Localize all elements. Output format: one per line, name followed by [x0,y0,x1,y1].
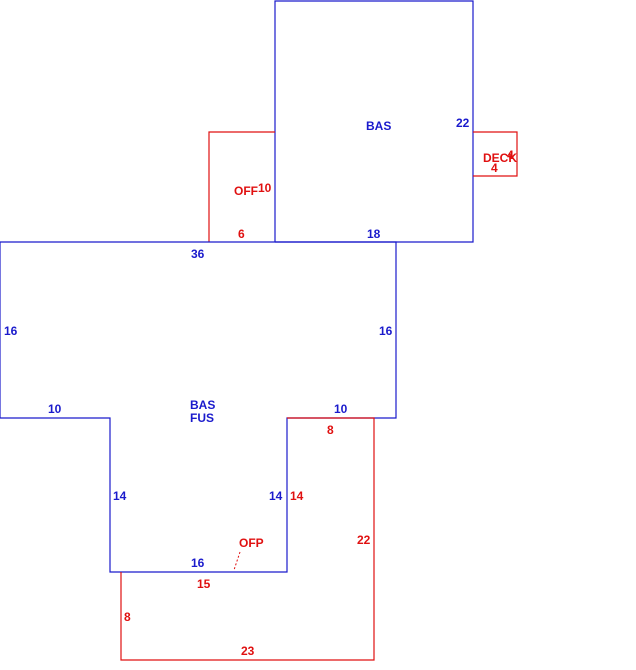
dim-porch-left-inner: 14 [290,489,304,503]
deck-outline [473,131,518,177]
deck-label: DECK [483,151,517,165]
dim-porch-step: 15 [197,577,211,591]
offp-upper-label: OFF [234,184,258,198]
dim-offp-upper-bottom: 6 [238,227,245,241]
offp-leader-line [233,551,241,571]
dim-stem-bottom: 16 [191,556,205,570]
bas-upper-outline [274,0,474,243]
dim-stem-right: 14 [269,489,283,503]
dim-main-lower-left-step: 10 [48,402,62,416]
main-floor-outline [0,241,397,573]
dim-deck-right: 4 [507,148,514,162]
dim-main-left: 16 [4,324,18,338]
dim-main-lower-right-step: 10 [334,402,348,416]
dim-porch-right: 22 [357,533,371,547]
offp-lower-label: OFP [239,536,264,550]
dim-porch-left: 8 [124,610,131,624]
dim-porch-top: 8 [327,423,334,437]
dim-stem-left: 14 [113,489,127,503]
dim-main-top: 36 [191,247,205,261]
dim-porch-bottom: 23 [241,644,255,658]
dim-main-right: 16 [379,324,393,338]
dim-offp-upper-right: 10 [258,181,272,195]
fus-lower-label: FUS [190,411,214,425]
dim-bas-upper-bottom: 18 [367,227,381,241]
bas-upper-label: BAS [366,119,391,133]
bas-lower-label: BAS [190,398,215,412]
dim-deck-bottom: 4 [491,161,498,175]
offp-upper-outline [208,131,275,242]
dim-bas-upper-right: 22 [456,116,470,130]
offp-lower-outline [120,417,375,661]
